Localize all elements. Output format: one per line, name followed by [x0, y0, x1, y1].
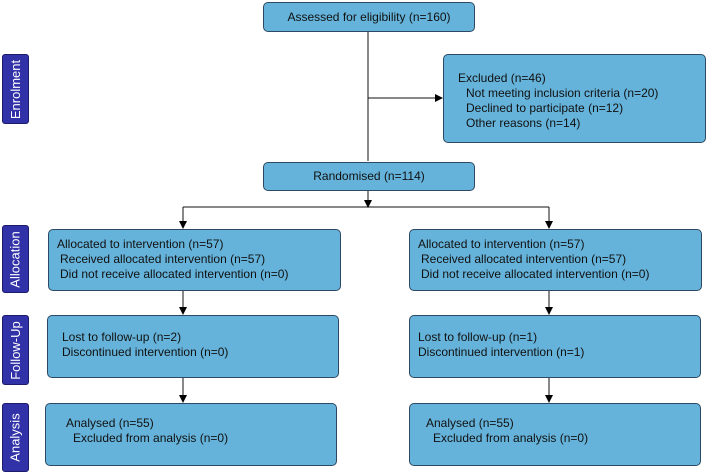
stage-text: Analysis: [8, 413, 24, 462]
excluded-item: Declined to participate (n=12): [466, 101, 624, 115]
analysis-title: Analysed (n=55): [66, 416, 154, 430]
randomised-box: Randomised (n=114): [263, 162, 475, 191]
assessed-text: Assessed for eligibility (n=160): [287, 9, 451, 24]
allocation-title: Allocated to intervention (n=57): [57, 237, 224, 251]
excluded-item: Not meeting inclusion criteria (n=20): [466, 86, 659, 100]
stage-label-allocation: Allocation: [2, 225, 29, 293]
stage-text: Allocation: [8, 230, 23, 288]
stage-text: Follow-Up: [8, 320, 24, 380]
allocation-box-right: Allocated to intervention (n=57) Receive…: [409, 229, 702, 291]
allocation-item: Received allocated intervention (n=57): [421, 252, 627, 266]
followup-item: Lost to follow-up (n=1): [418, 330, 538, 344]
analysis-box-left: Analysed (n=55) Excluded from analysis (…: [45, 403, 337, 466]
stage-label-analysis: Analysis: [2, 403, 29, 472]
analysis-item: Excluded from analysis (n=0): [73, 431, 229, 445]
followup-item: Lost to follow-up (n=2): [62, 330, 182, 344]
stage-text: Enrolment: [8, 59, 23, 119]
analysis-title: Analysed (n=55): [426, 416, 514, 430]
allocation-box-left: Allocated to intervention (n=57) Receive…: [48, 229, 341, 291]
analysis-item: Excluded from analysis (n=0): [433, 431, 589, 445]
excluded-box: Excluded (n=46) Not meeting inclusion cr…: [443, 54, 706, 143]
allocation-item: Received allocated intervention (n=57): [60, 252, 266, 266]
stage-label-enrolment: Enrolment: [2, 54, 29, 124]
followup-item: Discontinued intervention (n=0): [62, 345, 229, 359]
assessed-box: Assessed for eligibility (n=160): [263, 2, 475, 32]
randomised-text: Randomised (n=114): [313, 169, 425, 183]
followup-box-right: Lost to follow-up (n=1) Discontinued int…: [409, 315, 701, 378]
allocation-title: Allocated to intervention (n=57): [418, 237, 585, 251]
followup-item: Discontinued intervention (n=1): [418, 345, 585, 359]
stage-label-follow-up: Follow-Up: [2, 315, 29, 385]
excluded-item: Other reasons (n=14): [466, 116, 581, 130]
analysis-box-right: Analysed (n=55) Excluded from analysis (…: [409, 403, 701, 466]
allocation-item: Did not receive allocated intervention (…: [421, 267, 650, 281]
allocation-item: Did not receive allocated intervention (…: [60, 267, 289, 281]
followup-box-left: Lost to follow-up (n=2) Discontinued int…: [47, 315, 339, 378]
excluded-title: Excluded (n=46): [458, 71, 546, 85]
